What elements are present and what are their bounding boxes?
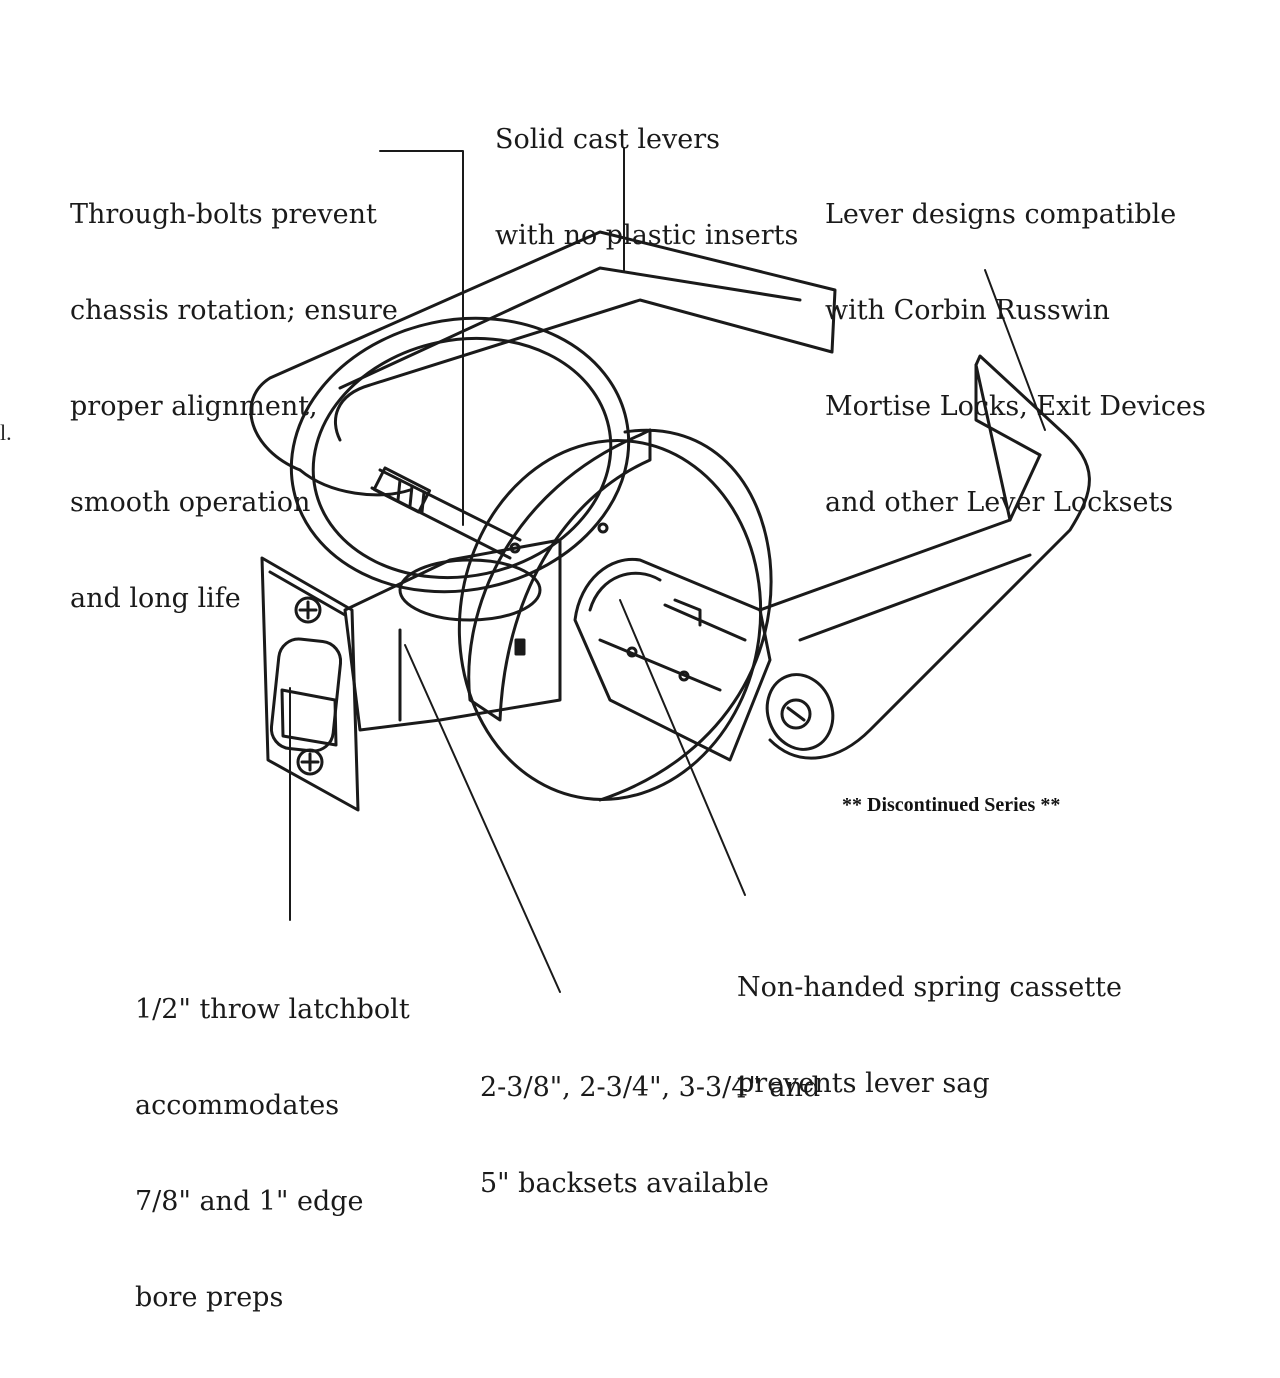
spring-cassette bbox=[573, 557, 772, 762]
callout-line: bore preps bbox=[135, 1282, 284, 1313]
callout-line: smooth operation bbox=[70, 487, 311, 518]
callout-line: 5" backsets available bbox=[480, 1168, 769, 1199]
callout-line: Mortise Locks, Exit Devices bbox=[825, 391, 1206, 422]
callout-line: Non-handed spring cassette bbox=[737, 972, 1122, 1003]
callout-line: accommodates bbox=[135, 1090, 340, 1121]
callout-line: Through-bolts prevent bbox=[70, 199, 377, 230]
latch-faceplate bbox=[260, 556, 360, 812]
callout-line: proper alignment, bbox=[70, 391, 318, 422]
callout-cast-levers: Solid cast levers with no plastic insert… bbox=[495, 60, 798, 316]
lockset-illustration bbox=[249, 147, 1091, 993]
front-lever bbox=[758, 354, 1091, 760]
callout-spring-cassette: Non-handed spring cassette prevents leve… bbox=[737, 908, 1122, 1164]
callout-line: and other Lever Locksets bbox=[825, 487, 1174, 518]
leader-through-bolts bbox=[379, 150, 464, 526]
leader-spring-cassette bbox=[619, 599, 746, 896]
callout-latchbolt: 1/2" throw latchbolt accommodates 7/8" a… bbox=[135, 930, 410, 1378]
leader-backsets bbox=[404, 644, 561, 993]
front-rose bbox=[457, 428, 773, 802]
leader-lines bbox=[289, 147, 1046, 993]
stray-text-mark: l. bbox=[0, 420, 12, 445]
callout-line: 2-3/8", 2-3/4", 3-3/4" and bbox=[480, 1072, 821, 1103]
callout-through-bolts: Through-bolts prevent chassis rotation; … bbox=[70, 135, 398, 679]
callout-line: with Corbin Russwin bbox=[825, 295, 1110, 326]
callout-line: and long life bbox=[70, 583, 241, 614]
callout-line: 7/8" and 1" edge bbox=[135, 1186, 364, 1217]
callout-line: chassis rotation; ensure bbox=[70, 295, 398, 326]
callout-line: Lever designs compatible bbox=[825, 199, 1177, 230]
callout-line: 1/2" throw latchbolt bbox=[135, 994, 410, 1025]
callout-backsets: 2-3/8", 2-3/4", 3-3/4" and 5" backsets a… bbox=[480, 1008, 820, 1264]
callout-lever-designs: Lever designs compatible with Corbin Rus… bbox=[825, 135, 1206, 583]
leader-lever-designs bbox=[984, 269, 1046, 431]
callout-line: Solid cast levers bbox=[495, 124, 721, 155]
callout-line: with no plastic inserts bbox=[495, 220, 799, 251]
discontinued-notice: ** Discontinued Series ** bbox=[842, 794, 1061, 816]
through-bolt bbox=[370, 466, 522, 560]
lockset-diagram: Solid cast levers with no plastic insert… bbox=[0, 60, 1206, 1313]
callout-line: prevents lever sag bbox=[737, 1068, 990, 1099]
